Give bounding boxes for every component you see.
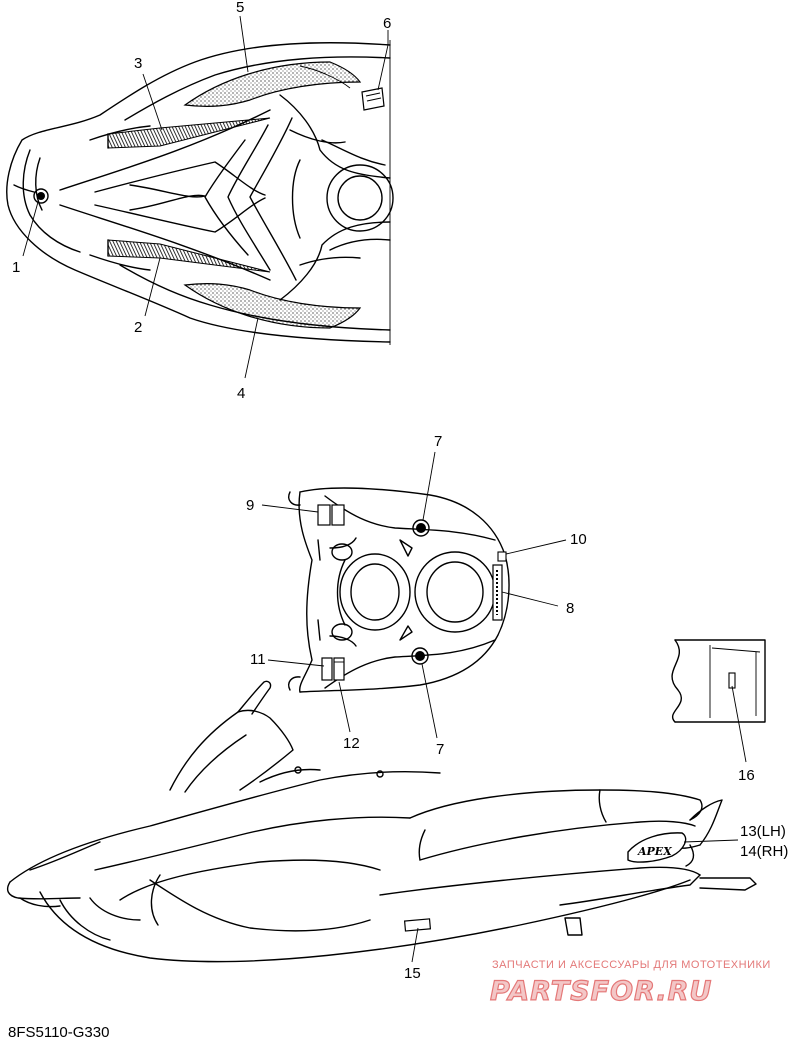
callout-16: 16 xyxy=(738,767,755,784)
seat-tail-view xyxy=(288,487,510,693)
hood-top-view xyxy=(6,40,394,345)
callout-9: 9 xyxy=(246,497,254,514)
callout-2: 2 xyxy=(134,319,142,336)
callout-8: 8 xyxy=(566,600,574,617)
callout-12: 12 xyxy=(343,735,360,752)
watermark-brand: PARTSFOR.RU xyxy=(490,976,712,1007)
callout-6: 6 xyxy=(383,15,391,32)
panel-16-detail xyxy=(671,639,766,723)
apex-emblem: APEX xyxy=(627,832,687,863)
callout-13: 13(LH) xyxy=(740,823,786,840)
callout-1: 1 xyxy=(12,259,20,276)
callout-4: 4 xyxy=(237,385,245,402)
watermark: ЗАПЧАСТИ И АКСЕССУАРЫ ДЛЯ МОТОТЕХНИКИ PA… xyxy=(489,959,771,1008)
callout-3: 3 xyxy=(134,55,142,72)
leader-lines xyxy=(22,15,747,963)
callout-labels: 1 2 3 4 5 6 7 7 8 9 10 11 12 13(LH) 14(R… xyxy=(12,0,788,982)
callout-7-upper: 7 xyxy=(434,433,442,450)
callout-14: 14(RH) xyxy=(740,843,788,860)
apex-emblem-text: APEX xyxy=(637,845,672,858)
callout-7-lower: 7 xyxy=(436,741,444,758)
callout-15: 15 xyxy=(404,965,421,982)
drawing-code: 8FS5110-G330 xyxy=(8,1024,110,1041)
callout-10: 10 xyxy=(570,531,587,548)
watermark-tagline: ЗАПЧАСТИ И АКСЕССУАРЫ ДЛЯ МОТОТЕХНИКИ xyxy=(492,959,771,971)
callout-11: 11 xyxy=(250,651,266,668)
side-view-body: APEX xyxy=(6,680,757,963)
callout-5: 5 xyxy=(236,0,244,16)
